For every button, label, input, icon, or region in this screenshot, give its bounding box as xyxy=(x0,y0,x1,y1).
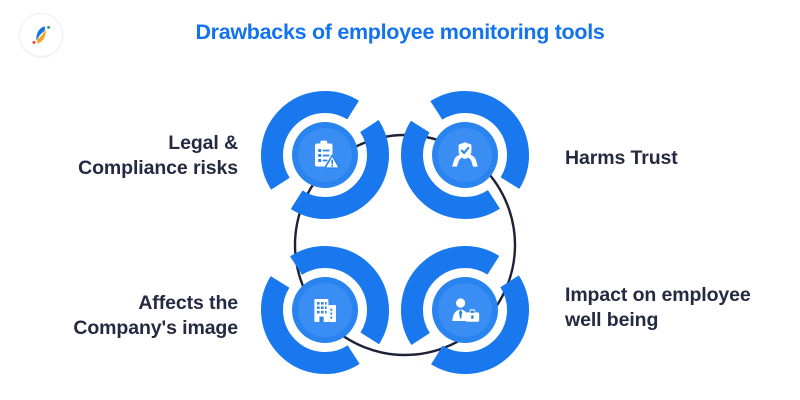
label-company-image: Affects the Company's image xyxy=(8,291,238,340)
label-line: Legal & xyxy=(168,132,238,154)
node-harms-trust[interactable] xyxy=(400,90,530,220)
brand-logo xyxy=(20,14,62,56)
node-employee-wellbeing[interactable] xyxy=(400,245,530,375)
node-legal-compliance[interactable] xyxy=(260,90,390,220)
page-title: Drawbacks of employee monitoring tools xyxy=(195,20,605,44)
label-employee-wellbeing: Impact on employee well being xyxy=(565,283,800,332)
label-line: Impact on employee xyxy=(565,284,751,306)
node-ring-employee-wellbeing xyxy=(401,246,529,374)
label-line: Compliance risks xyxy=(78,156,238,179)
label-harms-trust: Harms Trust xyxy=(565,146,800,171)
brand-logo-mark xyxy=(32,25,51,44)
label-legal-compliance: Legal & Compliance risks xyxy=(8,131,238,180)
label-line: well being xyxy=(565,308,659,331)
cycle-diagram xyxy=(260,80,550,390)
node-ring-harms-trust xyxy=(401,90,530,219)
node-company-image[interactable] xyxy=(260,245,390,375)
node-ring-company-image xyxy=(261,246,389,374)
label-line: Company's image xyxy=(73,316,238,339)
node-ring-legal-compliance xyxy=(261,90,389,219)
label-line: Harms Trust xyxy=(565,147,678,169)
label-line: Affects the xyxy=(138,292,238,314)
